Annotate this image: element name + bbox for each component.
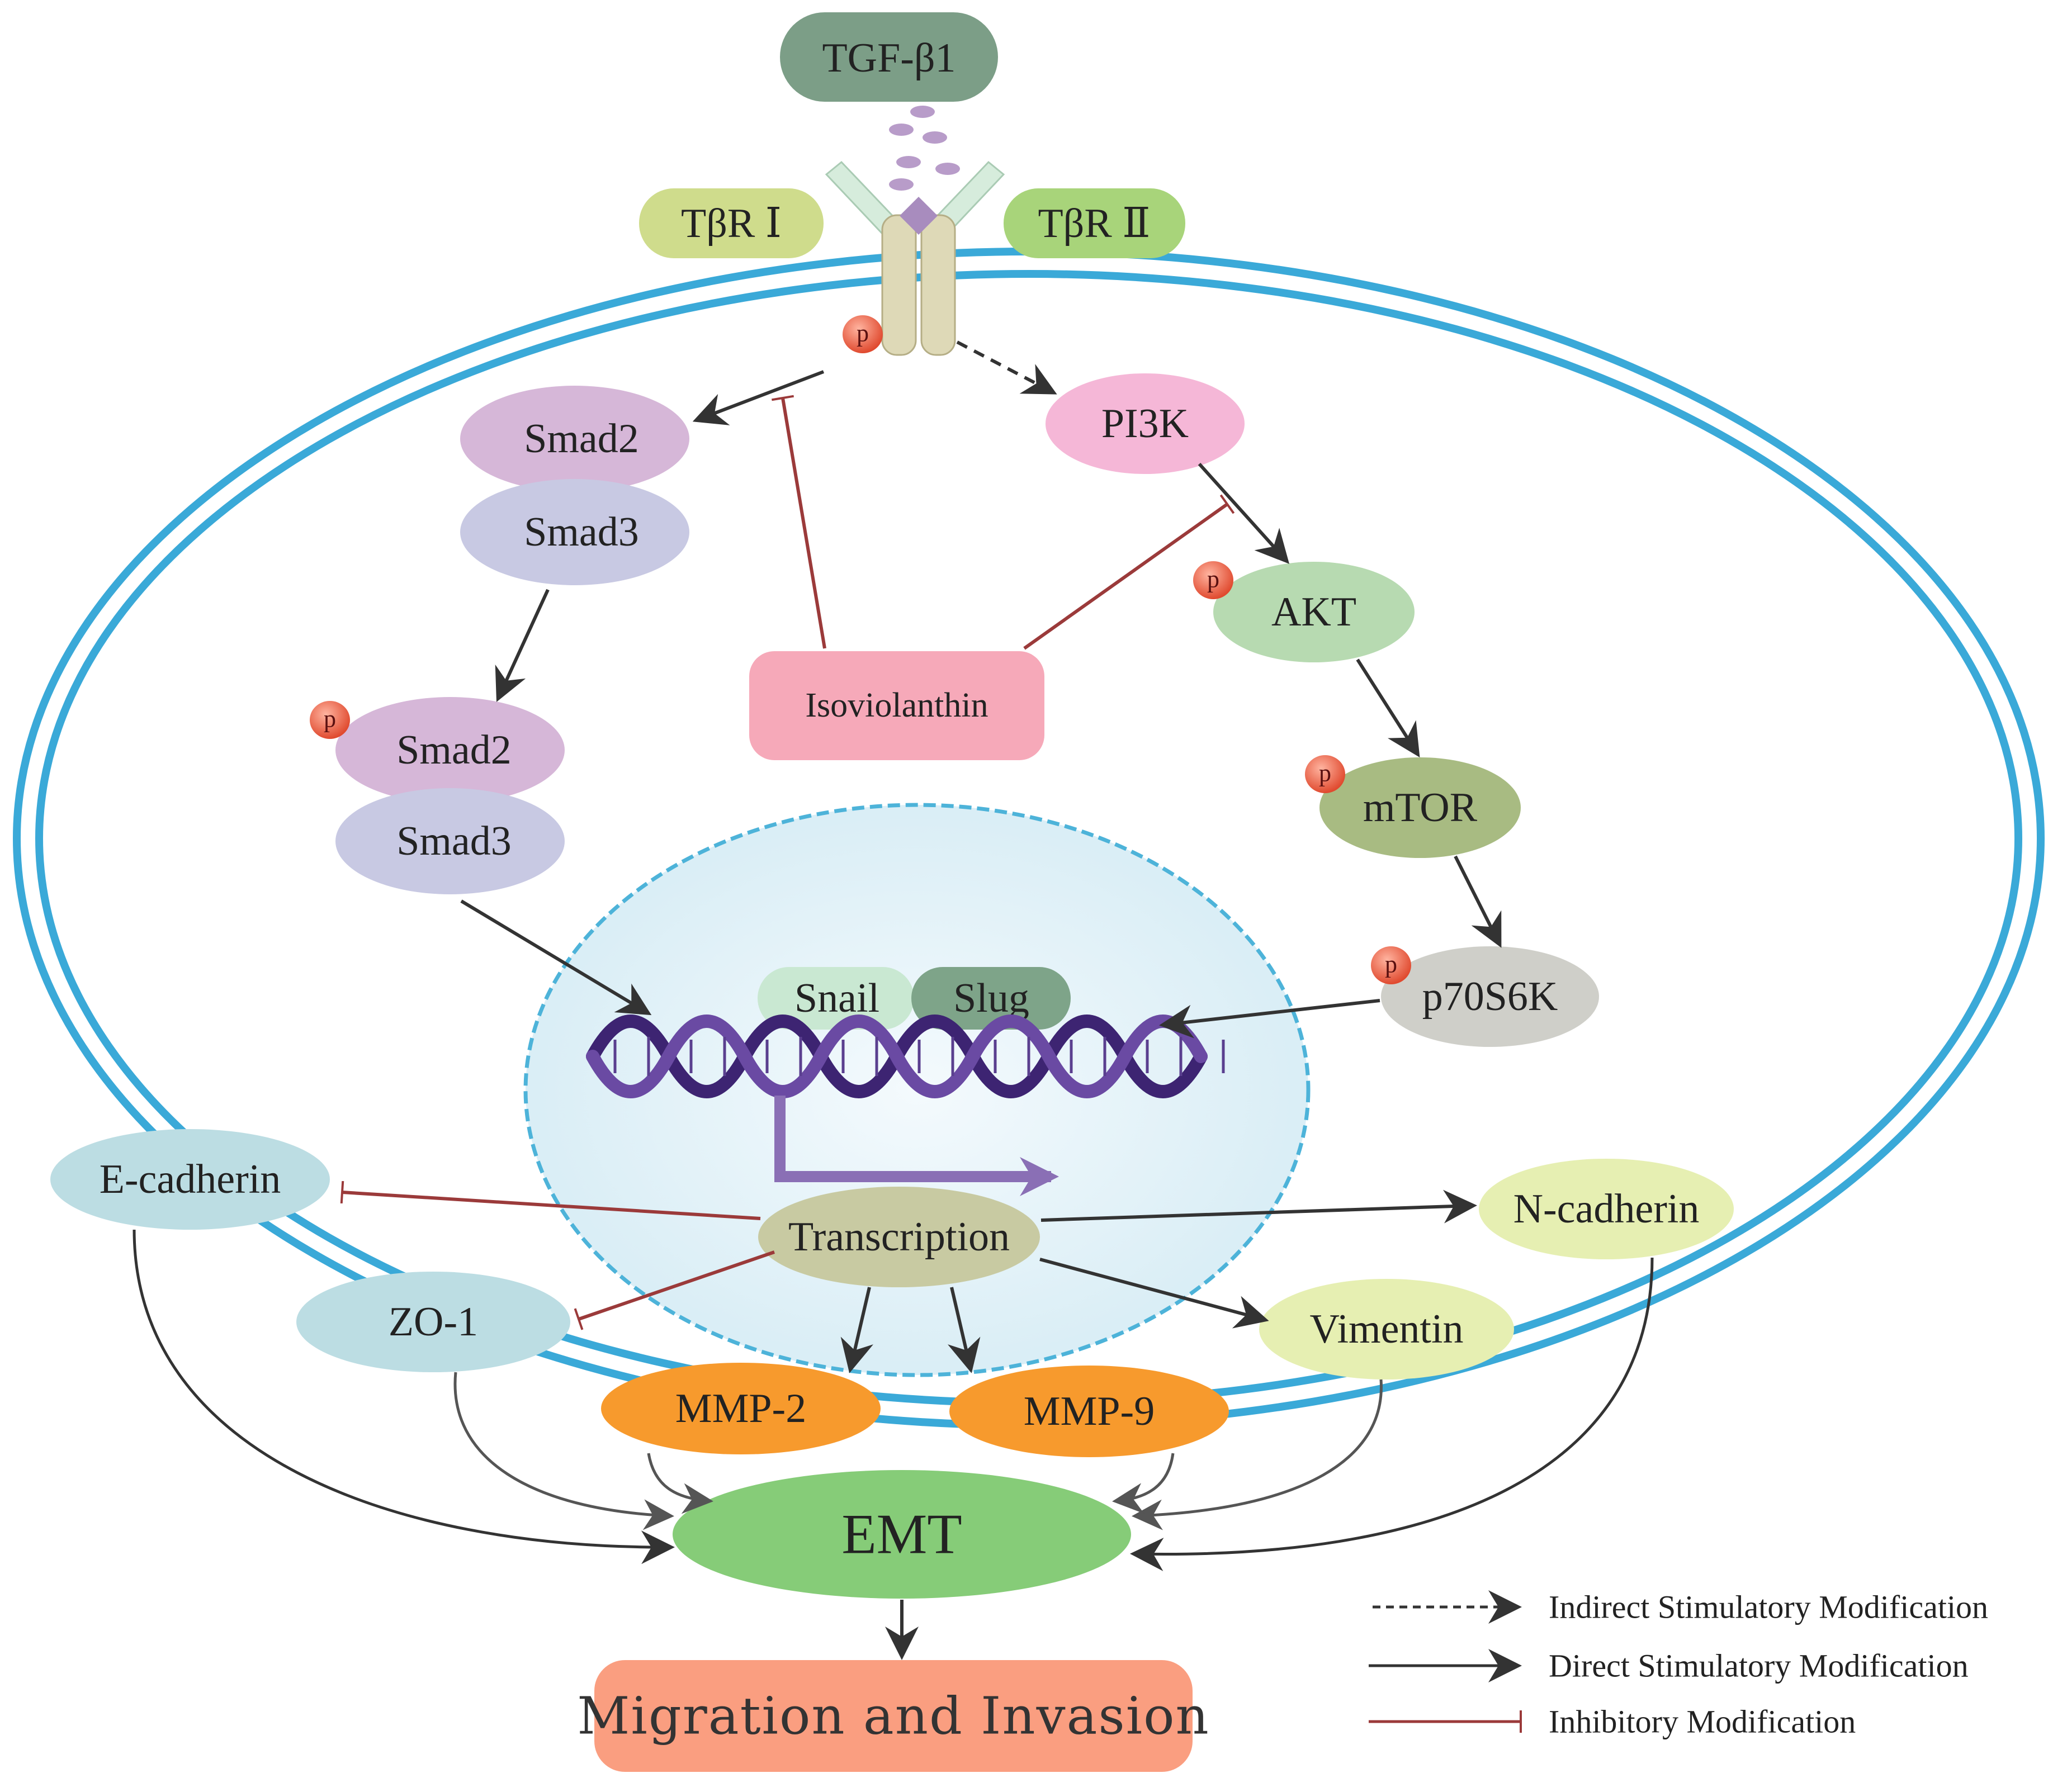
emt-node: EMT bbox=[673, 1470, 1131, 1599]
smad2-node-top: Smad2 bbox=[460, 386, 689, 492]
tbr1-node: TβR Ⅰ bbox=[639, 188, 824, 258]
svg-text:p: p bbox=[1319, 760, 1331, 787]
isoviolanthin-label: Isoviolanthin bbox=[805, 686, 988, 724]
isoviolanthin-node: Isoviolanthin bbox=[749, 651, 1044, 760]
p70s6k-label: p70S6K bbox=[1422, 974, 1558, 1020]
mmp2-label: MMP-2 bbox=[675, 1386, 806, 1431]
slug-node: Slug bbox=[911, 967, 1071, 1030]
pi3k-node: PI3K bbox=[1046, 373, 1245, 474]
mmp9-node: MMP-9 bbox=[949, 1366, 1229, 1457]
akt-label: AKT bbox=[1271, 589, 1356, 635]
tbr2-node: TβR Ⅱ bbox=[1004, 188, 1185, 258]
transcription-label: Transcription bbox=[788, 1214, 1010, 1260]
pi3k-label: PI3K bbox=[1101, 401, 1189, 447]
legend: Indirect Stimulatory Modification Direct… bbox=[1369, 1589, 1988, 1740]
arrow-receptor-to-smad bbox=[692, 370, 825, 425]
arrow-p70s6k-to-dna bbox=[1159, 999, 1380, 1039]
arrow-zo1-to-emt bbox=[453, 1372, 674, 1530]
arrow-mtor-to-p70s6k bbox=[1454, 855, 1502, 948]
inhibit-isoviolanthin-smad bbox=[771, 395, 826, 649]
p70s6k-node: p70S6K bbox=[1381, 946, 1599, 1047]
smad2-label-phospho: Smad2 bbox=[396, 727, 512, 773]
arrow-pi3k-to-akt bbox=[1198, 462, 1290, 564]
mmp9-label: MMP-9 bbox=[1024, 1388, 1155, 1434]
dna-helix bbox=[586, 1014, 1225, 1098]
smad2-node-phospho: Smad2 bbox=[335, 697, 565, 803]
vimentin-node: Vimentin bbox=[1259, 1279, 1514, 1379]
migration-invasion-label: Migration and Invasion bbox=[577, 1686, 1210, 1746]
arrow-ecadherin-to-emt bbox=[133, 1229, 675, 1565]
phospho-badge-p70s6k: p bbox=[1371, 946, 1411, 984]
arrow-transcription-to-ncadherin bbox=[1040, 1189, 1477, 1224]
marker-to-emt-arrows bbox=[133, 1229, 1654, 1571]
svg-text:p: p bbox=[1385, 951, 1397, 978]
arrow-mmp9-to-emt bbox=[1112, 1453, 1175, 1514]
smad2-label-top: Smad2 bbox=[524, 416, 639, 462]
ecadherin-node: E-cadherin bbox=[50, 1129, 330, 1230]
arrow-smad-to-dna bbox=[460, 899, 652, 1016]
mtor-label: mTOR bbox=[1363, 785, 1478, 831]
tgf-receptor bbox=[825, 160, 1005, 356]
tbr1-label: TβR Ⅰ bbox=[681, 201, 782, 246]
svg-text:p: p bbox=[324, 705, 336, 733]
arrow-smad-to-phospho-smad bbox=[495, 589, 550, 702]
zo1-node: ZO-1 bbox=[296, 1272, 570, 1372]
inhibitory-edges bbox=[340, 395, 1235, 1330]
legend-inhibitory: Inhibitory Modification bbox=[1369, 1704, 1856, 1740]
legend-indirect: Indirect Stimulatory Modification bbox=[1373, 1589, 1988, 1625]
smad3-label-top: Smad3 bbox=[524, 509, 639, 555]
tgf-beta1-label: TGF-β1 bbox=[822, 35, 956, 81]
smad3-label-phospho: Smad3 bbox=[396, 818, 512, 864]
transcription-start-arrow bbox=[774, 1096, 1059, 1196]
transcription-node: Transcription bbox=[758, 1187, 1040, 1287]
legend-direct-label: Direct Stimulatory Modification bbox=[1549, 1648, 1969, 1684]
legend-inhibitory-label: Inhibitory Modification bbox=[1549, 1704, 1856, 1740]
inhibit-isoviolanthin-pi3k-akt bbox=[1023, 494, 1235, 650]
phospho-badge-smad: p bbox=[310, 701, 350, 739]
marker-to-emt-arrows-gray bbox=[453, 1372, 1383, 1530]
snail-label: Snail bbox=[794, 975, 879, 1021]
phospho-badge-mtor: p bbox=[1305, 755, 1345, 793]
mmp2-node: MMP-2 bbox=[601, 1363, 881, 1454]
zo1-label: ZO-1 bbox=[389, 1299, 478, 1345]
tbr2-label: TβR Ⅱ bbox=[1038, 201, 1150, 246]
akt-node: AKT bbox=[1213, 562, 1415, 662]
slug-label: Slug bbox=[953, 975, 1029, 1021]
smad3-node-top: Smad3 bbox=[460, 479, 689, 585]
arrow-akt-to-mtor bbox=[1356, 658, 1420, 758]
activation-arrows bbox=[460, 340, 1502, 1660]
ncadherin-node: N-cadherin bbox=[1479, 1159, 1734, 1259]
arrow-transcription-to-mmp2 bbox=[840, 1287, 874, 1373]
arrow-ncadherin-to-emt bbox=[1130, 1257, 1654, 1571]
phospho-badge-akt: p bbox=[1193, 561, 1233, 599]
svg-text:p: p bbox=[857, 320, 869, 347]
migration-invasion-node: Migration and Invasion bbox=[577, 1660, 1210, 1772]
ncadherin-label: N-cadherin bbox=[1513, 1186, 1700, 1232]
emt-label: EMT bbox=[841, 1503, 962, 1566]
mtor-node: mTOR bbox=[1319, 757, 1521, 858]
inhibit-transcription-zo1 bbox=[574, 1250, 775, 1330]
legend-indirect-label: Indirect Stimulatory Modification bbox=[1549, 1589, 1988, 1625]
arrow-mmp2-to-emt bbox=[647, 1453, 713, 1514]
ecadherin-label: E-cadherin bbox=[100, 1156, 281, 1202]
vimentin-label: Vimentin bbox=[1309, 1306, 1463, 1352]
svg-text:p: p bbox=[1207, 566, 1219, 593]
tgf-ligand-dots bbox=[889, 106, 960, 191]
tgf-beta1-node: TGF-β1 bbox=[780, 12, 998, 102]
phospho-badge-receptor: p bbox=[843, 315, 883, 353]
arrow-vimentin-to-emt bbox=[1132, 1379, 1383, 1530]
snail-node: Snail bbox=[758, 967, 914, 1030]
arrow-transcription-to-mmp9 bbox=[947, 1287, 981, 1373]
legend-direct: Direct Stimulatory Modification bbox=[1369, 1648, 1969, 1684]
inhibit-transcription-ecadherin bbox=[340, 1181, 761, 1220]
arrow-transcription-to-vimentin bbox=[1039, 1258, 1269, 1329]
arrow-receptor-to-pi3k bbox=[956, 340, 1057, 395]
smad3-node-phospho: Smad3 bbox=[335, 788, 565, 894]
